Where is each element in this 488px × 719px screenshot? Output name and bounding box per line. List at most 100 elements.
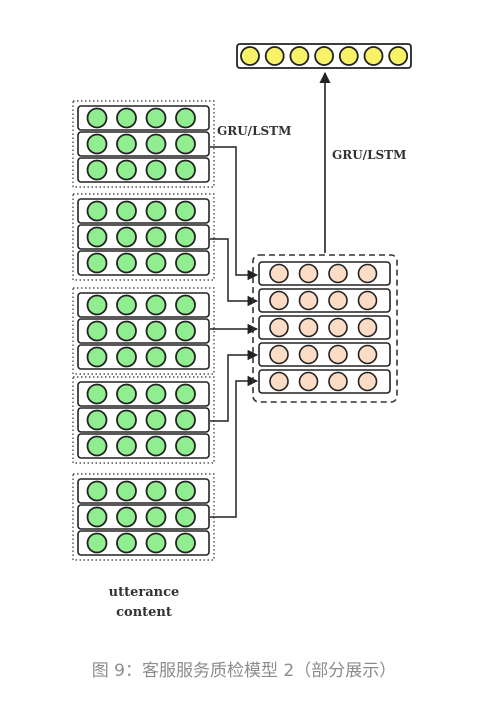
word-embedding-node xyxy=(86,294,108,316)
word-embedding-node xyxy=(116,435,137,457)
word-embedding-node xyxy=(116,320,137,342)
utterance-group-box xyxy=(72,287,215,375)
utterance-vector-row xyxy=(258,342,391,367)
word-embedding-node xyxy=(86,320,108,342)
output-node xyxy=(264,46,285,66)
gru-connector-arrow xyxy=(210,146,259,281)
word-embedding-node xyxy=(175,252,196,274)
content-label: content xyxy=(116,605,172,620)
word-vector-row xyxy=(77,344,210,370)
gru-lstm-label-right: GRU/LSTM xyxy=(332,148,406,162)
word-embedding-node xyxy=(86,435,108,457)
word-embedding-node xyxy=(145,294,167,316)
word-embedding-node xyxy=(116,383,137,405)
output-node xyxy=(388,46,409,66)
word-embedding-node xyxy=(145,133,167,155)
word-embedding-node xyxy=(175,159,196,181)
word-embedding-node xyxy=(175,409,196,431)
output-vector xyxy=(236,43,412,253)
word-embedding-node xyxy=(86,133,108,155)
word-embedding-node xyxy=(86,346,108,368)
utterance-group-box xyxy=(72,376,215,464)
output-node xyxy=(314,46,335,66)
hidden-state-block xyxy=(252,254,398,403)
utterance-hidden-node xyxy=(298,290,319,311)
word-embedding-node xyxy=(86,409,108,431)
utterance-hidden-node xyxy=(269,344,289,365)
utterance-hidden-node xyxy=(357,290,378,311)
word-embedding-node xyxy=(175,320,196,342)
word-embedding-node xyxy=(116,506,137,528)
word-embedding-node xyxy=(86,532,108,554)
word-vector-row xyxy=(77,198,210,224)
word-embedding-node xyxy=(116,252,137,274)
word-embedding-node xyxy=(175,480,196,502)
gru-connector-arrow xyxy=(210,238,259,307)
utterance-vector-row xyxy=(258,261,391,286)
word-embedding-node xyxy=(86,383,108,405)
word-embedding-node xyxy=(145,200,167,222)
word-embedding-node xyxy=(175,133,196,155)
word-embedding-node xyxy=(116,159,137,181)
word-vector-row xyxy=(77,433,210,459)
gru-connector-arrow xyxy=(210,349,259,422)
word-embedding-node xyxy=(175,506,196,528)
word-vector-row xyxy=(77,224,210,250)
word-embedding-node xyxy=(145,346,167,368)
word-vector-row xyxy=(77,131,210,157)
word-embedding-node xyxy=(116,294,137,316)
word-vector-row xyxy=(77,530,210,556)
figure-caption: 图 9：客服服务质检模型 2（部分展示） xyxy=(91,661,397,681)
word-embedding-node xyxy=(86,159,108,181)
word-embedding-node xyxy=(145,252,167,274)
word-embedding-node xyxy=(145,383,167,405)
word-vector-row xyxy=(77,157,210,183)
utterance-hidden-node xyxy=(328,263,348,284)
word-embedding-node xyxy=(145,159,167,181)
word-embedding-node xyxy=(175,200,196,222)
word-embedding-node xyxy=(145,226,167,248)
utterance-hidden-node xyxy=(269,290,289,311)
utterance-vector-row xyxy=(258,369,391,394)
utterance-input-groups xyxy=(72,100,215,561)
utterance-hidden-node xyxy=(328,371,348,392)
hidden-block-border xyxy=(252,254,398,403)
utterance-hidden-node xyxy=(328,317,348,338)
utterance-vector-row xyxy=(258,315,391,340)
utterance-hidden-node xyxy=(357,263,378,284)
output-node xyxy=(240,46,260,66)
utterance-hidden-node xyxy=(328,344,348,365)
word-embedding-node xyxy=(86,226,108,248)
utterance-hidden-node xyxy=(269,371,289,392)
word-embedding-node xyxy=(116,480,137,502)
utterance-hidden-node xyxy=(298,371,319,392)
word-vector-row xyxy=(77,250,210,276)
word-embedding-node xyxy=(116,200,137,222)
word-embedding-node xyxy=(175,435,196,457)
word-embedding-node xyxy=(145,435,167,457)
utterance-vector-row xyxy=(258,288,391,313)
output-node xyxy=(289,46,310,66)
utterance-group-box xyxy=(72,100,215,188)
word-embedding-node xyxy=(86,107,108,129)
utterance-group-box xyxy=(72,193,215,281)
word-embedding-node xyxy=(116,107,137,129)
utterance-hidden-node xyxy=(357,317,378,338)
utterance-hidden-node xyxy=(357,344,378,365)
word-embedding-node xyxy=(145,480,167,502)
word-embedding-node xyxy=(116,346,137,368)
word-embedding-node xyxy=(145,409,167,431)
word-embedding-node xyxy=(145,506,167,528)
word-embedding-node xyxy=(145,320,167,342)
word-embedding-node xyxy=(175,346,196,368)
word-embedding-node xyxy=(175,107,196,129)
word-vector-row xyxy=(77,478,210,504)
word-embedding-node xyxy=(116,226,137,248)
word-embedding-node xyxy=(86,252,108,274)
word-embedding-node xyxy=(175,383,196,405)
output-node xyxy=(338,46,359,66)
gru-connector-arrow xyxy=(210,375,259,518)
word-embedding-node xyxy=(116,532,137,554)
output-node xyxy=(363,46,384,66)
gru-connectors xyxy=(210,146,259,518)
